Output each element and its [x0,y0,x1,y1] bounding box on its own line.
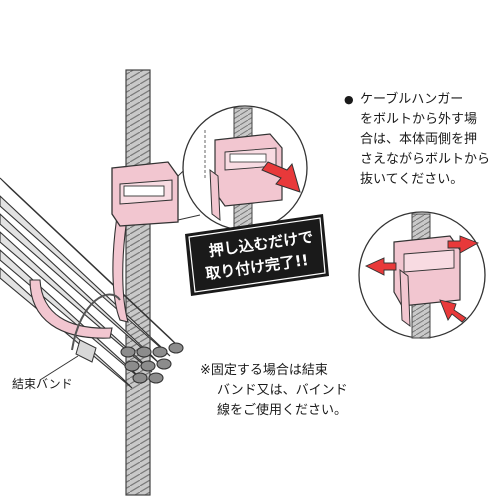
fixing-note: ※固定する場合は結束 バンド又は、バインド 線をご使用ください。 [200,361,348,421]
detail-circle-push [182,105,308,233]
bullet-icon: ● [344,93,354,106]
push-arrow-icon [261,161,301,193]
install-banner: 押し込むだけで 取り付け完了!! [183,212,331,298]
removal-line-5: 抜いてください。 [360,172,464,187]
pull-down-arrow-icon [439,299,467,323]
binding-band-label: 結束バンド [12,377,73,391]
detail-circle-remove [358,211,486,339]
threaded-rod [125,69,151,496]
banner-background [185,214,329,296]
hanger-body [111,161,179,227]
removal-line-4: さえながらボルトから [360,152,491,167]
squeeze-right-arrow-icon [447,235,480,254]
removal-instruction: ● ケーブルハンガー をボルトから外す場 合は、本体両側を押 さえながらボルトか… [344,90,490,190]
squeeze-left-arrow-icon [364,257,397,276]
fixing-line-2: バンド又は、バインド [217,383,348,398]
fixing-line-1: ※固定する場合は結束 [200,363,328,378]
fixing-line-3: 線をご使用ください。 [217,403,348,418]
removal-line-2: をボルトから外す場 [360,112,478,127]
removal-line-1: ケーブルハンガー [360,92,464,107]
binding-band [39,293,121,381]
hanger-hook [29,209,129,339]
removal-line-3: 合は、本体両側を押 [360,132,478,147]
